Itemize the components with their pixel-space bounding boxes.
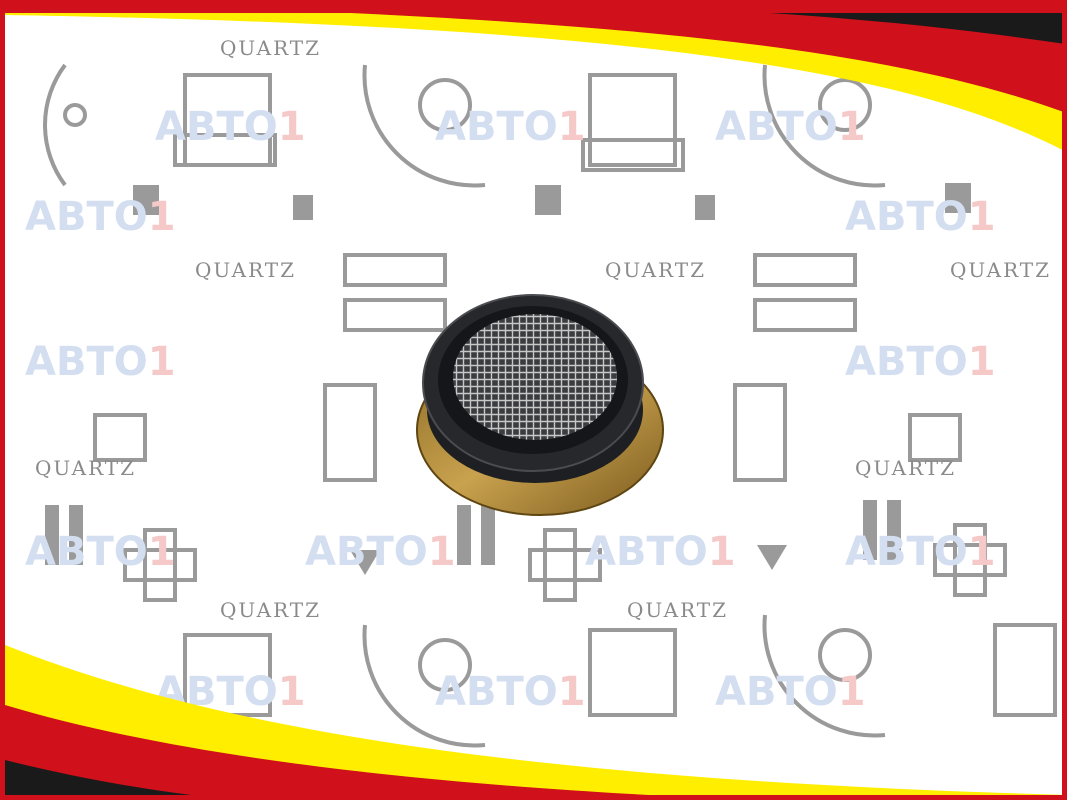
avto1-watermark: АВТО1	[25, 529, 176, 575]
avto1-watermark: АВТО1	[845, 529, 996, 575]
avto1-watermark: АВТО1	[715, 669, 866, 715]
filter-mesh-cap-icon	[416, 294, 664, 516]
avto1-watermark: АВТО1	[25, 339, 176, 385]
avto1-watermark: АВТО1	[305, 529, 456, 575]
avto1-watermark: АВТО1	[25, 194, 176, 240]
avto1-watermark: АВТО1	[585, 529, 736, 575]
quartz-watermark: QUARTZ	[855, 456, 956, 480]
bottom-swoosh	[5, 645, 1062, 795]
avto1-watermark: АВТО1	[435, 669, 586, 715]
quartz-watermark: QUARTZ	[195, 258, 296, 282]
quartz-watermark: QUARTZ	[627, 598, 728, 622]
background-pattern: QUARTZ QUARTZ QUARTZ QUARTZ QUARTZ QUART…	[5, 5, 1062, 795]
quartz-watermark: QUARTZ	[220, 36, 321, 60]
top-swoosh	[5, 5, 1062, 150]
avto1-watermark: АВТО1	[845, 339, 996, 385]
avto1-watermarks: АВТО1 АВТО1 АВТО1 АВТО1 АВТО1 АВТО1 АВТО…	[25, 104, 996, 715]
quartz-watermark: QUARTZ	[220, 598, 321, 622]
parts-pattern	[43, 63, 1057, 748]
quartz-watermark: QUARTZ	[950, 258, 1051, 282]
avto1-watermark: АВТО1	[715, 104, 866, 150]
avto1-watermark: АВТО1	[155, 104, 306, 150]
avto1-watermark: АВТО1	[155, 669, 306, 715]
parts-solid-pattern	[45, 183, 971, 575]
quartz-watermark: QUARTZ	[605, 258, 706, 282]
avto1-watermark: АВТО1	[845, 194, 996, 240]
avto1-watermark: АВТО1	[435, 104, 586, 150]
quartz-watermark: QUARTZ	[35, 456, 136, 480]
quartz-watermarks: QUARTZ QUARTZ QUARTZ QUARTZ QUARTZ QUART…	[35, 36, 1051, 622]
